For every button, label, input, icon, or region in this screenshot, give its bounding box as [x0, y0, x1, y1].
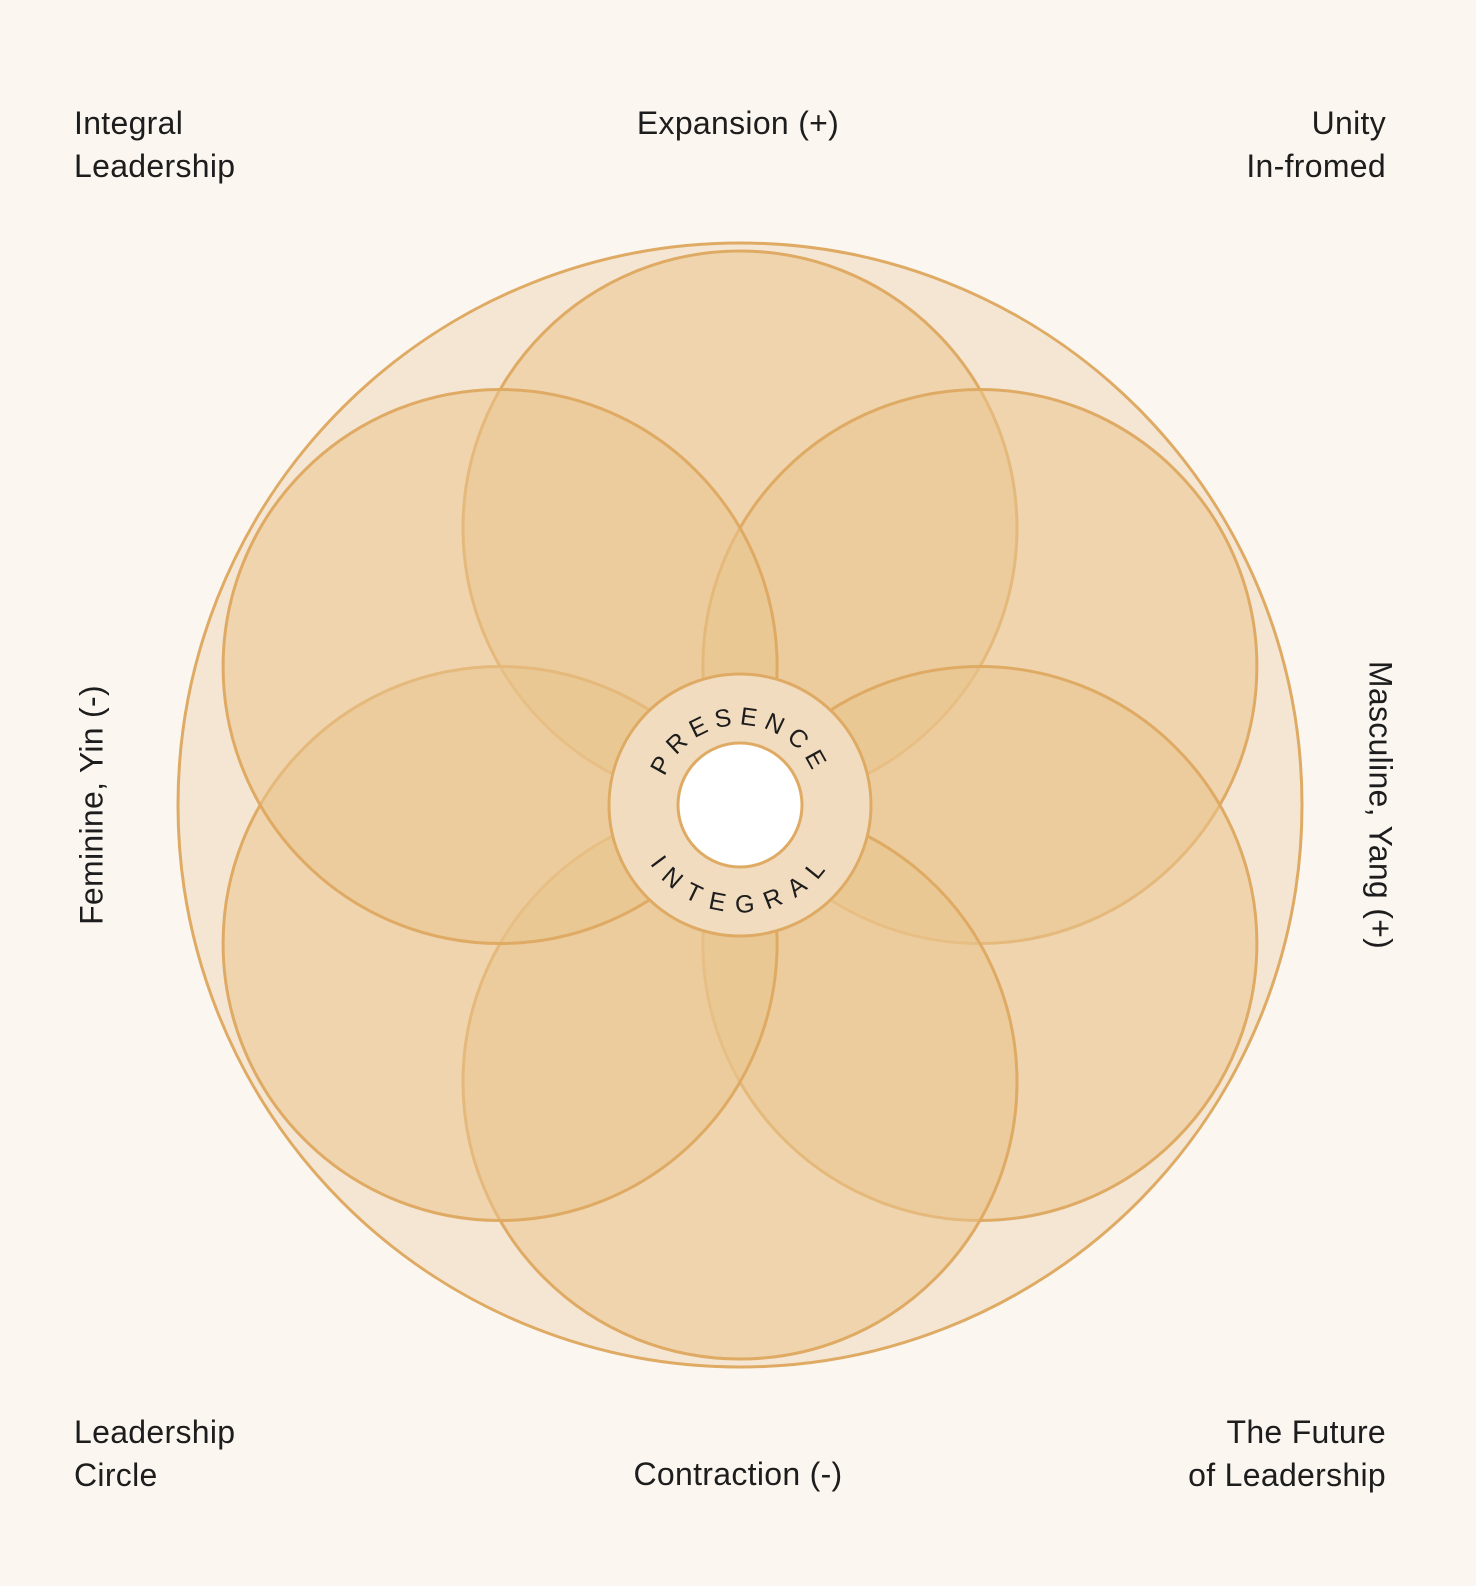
- corner-label-line: of Leadership: [1188, 1457, 1386, 1493]
- center-hole: [676, 741, 804, 869]
- corner-label-leadership-circle: Leadership Circle: [74, 1411, 235, 1497]
- corner-label-line: Unity: [1311, 105, 1386, 141]
- axis-label-expansion: Expansion (+): [636, 105, 840, 141]
- corner-label-line: Circle: [74, 1457, 158, 1493]
- corner-label-line: The Future: [1226, 1414, 1386, 1450]
- corner-label-line: In-fromed: [1246, 148, 1386, 184]
- corner-label-future-of-leadership: The Future of Leadership: [1188, 1411, 1386, 1497]
- corner-label-line: Leadership: [74, 1414, 236, 1450]
- corner-label-line: Integral: [74, 105, 184, 141]
- axis-label-feminine-yin: Feminine, Yin (-): [73, 685, 110, 925]
- corner-label-unity-informed: Unity In-fromed: [1246, 102, 1386, 188]
- axis-label-masculine-yang: Masculine, Yang (+): [1362, 660, 1399, 950]
- petal-circles: [221, 249, 1259, 1361]
- corner-label-line: Leadership: [74, 148, 236, 184]
- axis-label-contraction: Contraction (-): [633, 1456, 843, 1492]
- corner-label-integral-leadership: Integral Leadership: [74, 102, 235, 188]
